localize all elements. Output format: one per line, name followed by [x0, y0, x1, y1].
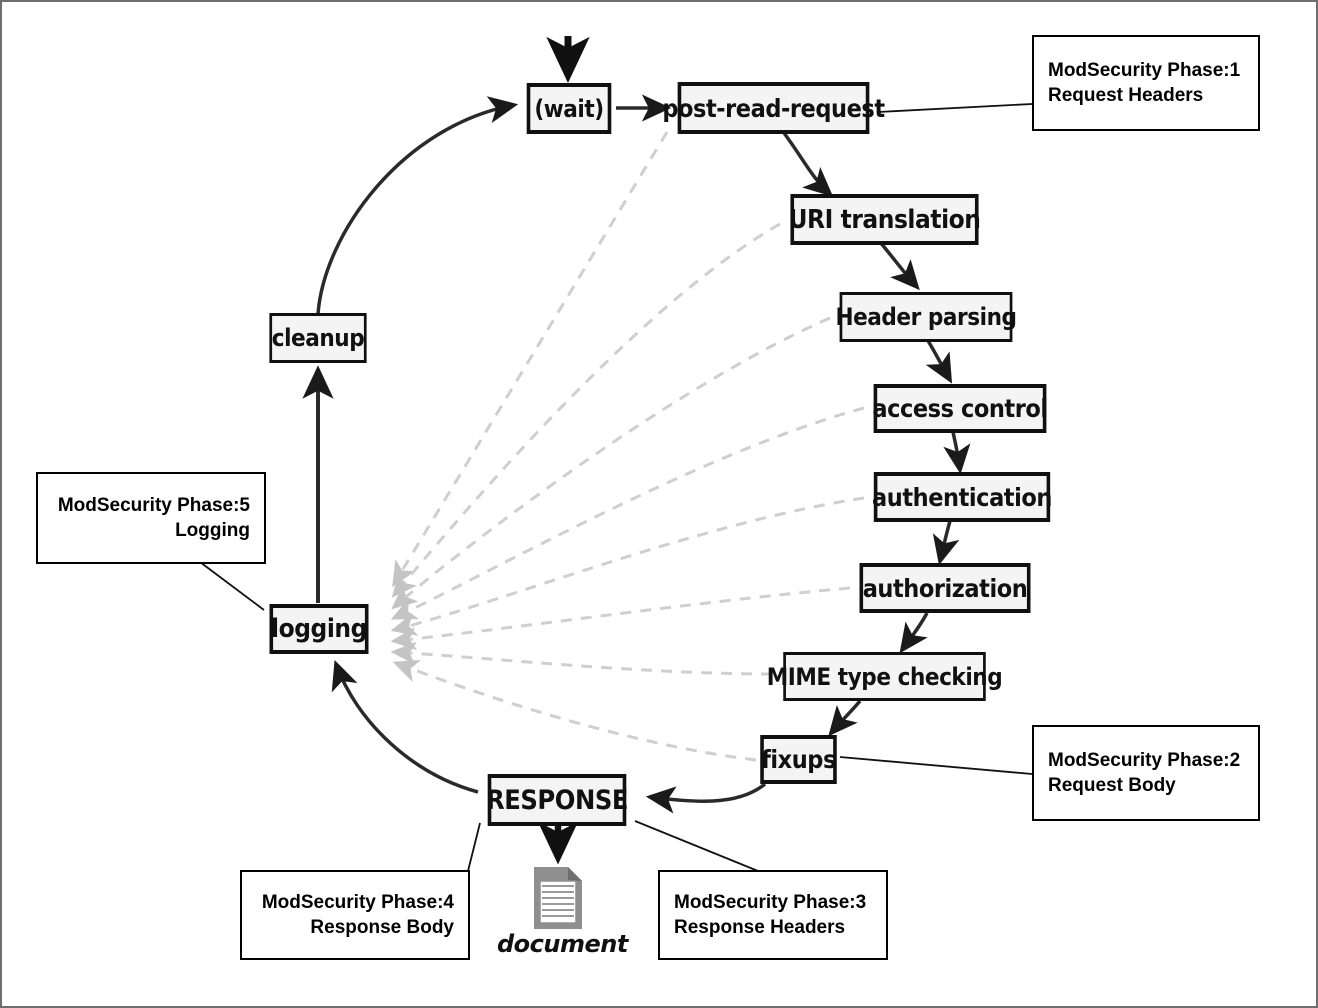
callout-phase3-line2: Response Headers — [674, 917, 846, 938]
callout-phase4-line1: ModSecurity Phase:4 — [261, 891, 454, 913]
callout-phase2-line2: Request Body — [1048, 775, 1176, 796]
edge-post-read-request-to-uri-translation — [782, 131, 834, 197]
edge-mime-type-checking-to-fixups — [828, 699, 862, 737]
leader-phase3 — [634, 820, 759, 872]
edge-authentication-to-logging — [390, 496, 865, 636]
node-authentication[interactable]: authentication — [872, 472, 1052, 522]
leader-phase1 — [877, 103, 1033, 113]
edge-authorization-to-mime-type-checking — [899, 612, 929, 654]
edge-uri-translation-to-logging — [391, 222, 781, 598]
callout-phase1[interactable]: ModSecurity Phase:1 Request Headers — [1032, 35, 1260, 131]
edge-mime-type-checking-to-logging — [390, 641, 773, 676]
callout-phase1-line1: ModSecurity Phase:1 — [1048, 59, 1241, 81]
node-authorization[interactable]: authorization — [859, 563, 1031, 613]
leader-phase4 — [467, 822, 481, 872]
callout-phase3-line1: ModSecurity Phase:3 — [674, 891, 867, 913]
node-wait[interactable]: (wait) — [526, 83, 612, 134]
node-access-control[interactable]: access control — [872, 384, 1048, 433]
node-header-parsing[interactable]: Header parsing — [835, 292, 1017, 342]
callout-phase4-line2: Response Body — [310, 917, 454, 938]
leader-phase2 — [839, 756, 1033, 775]
edge-post-read-request-to-logging — [392, 131, 669, 588]
callout-phase1-line2: Request Headers — [1048, 85, 1204, 106]
document-page-icon — [534, 867, 582, 929]
edge-authentication-to-authorization — [932, 520, 960, 566]
leader-phase5 — [199, 561, 265, 611]
edge-header-parsing-to-access-control — [925, 338, 953, 384]
node-mime-type-checking[interactable]: MIME type checking — [767, 652, 1003, 701]
edge-fixups-to-logging — [392, 659, 757, 762]
callout-phase4[interactable]: ModSecurity Phase:4 Response Body — [240, 870, 470, 960]
edge-uri-translation-to-header-parsing — [878, 240, 920, 291]
edge-response-to-logging — [331, 660, 479, 794]
node-logging[interactable]: logging — [269, 604, 369, 654]
callout-phase2[interactable]: ModSecurity Phase:2 Request Body — [1032, 725, 1260, 821]
edge-fixups-to-response — [645, 782, 767, 814]
document-label: document — [497, 930, 628, 958]
edge-access-control-to-authentication — [943, 431, 971, 475]
edge-header-parsing-to-logging — [391, 316, 831, 610]
node-post-read-request[interactable]: post-read-request — [662, 82, 885, 134]
edge-cleanup-to-wait — [316, 96, 519, 315]
node-cleanup[interactable]: cleanup — [269, 313, 367, 363]
callout-phase3[interactable]: ModSecurity Phase:3 Response Headers — [658, 870, 888, 960]
callout-phase5-line1: ModSecurity Phase:5 — [57, 494, 250, 516]
callout-phase5[interactable]: ModSecurity Phase:5 Logging — [36, 472, 266, 564]
node-response[interactable]: RESPONSE — [486, 774, 629, 826]
callout-phase2-line1: ModSecurity Phase:2 — [1048, 749, 1241, 771]
edge-authorization-to-logging — [390, 586, 851, 651]
edge-access-control-to-logging — [390, 406, 865, 620]
callout-phase5-line2: Logging — [175, 520, 250, 541]
node-uri-translation[interactable]: URI translation — [789, 194, 981, 245]
node-fixups[interactable]: fixups — [760, 735, 837, 784]
